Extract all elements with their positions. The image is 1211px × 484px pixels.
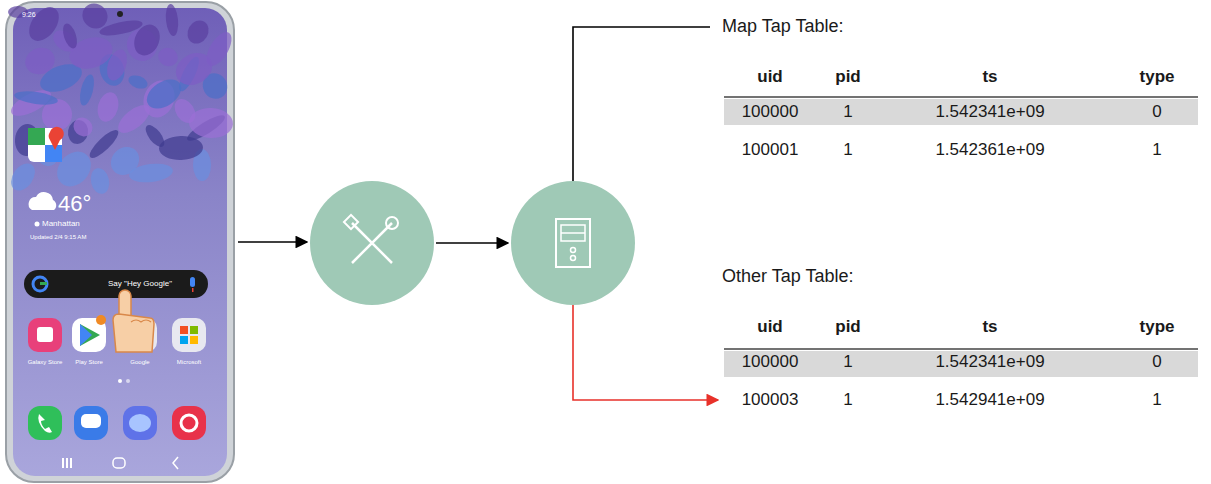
table-cell: 1.542341e+09	[935, 103, 1044, 122]
column-header: uid	[757, 68, 783, 87]
column-header: ts	[982, 68, 997, 87]
column-header: uid	[757, 318, 783, 337]
table-cell: 100001	[742, 141, 799, 160]
table-cell: 1.542361e+09	[935, 141, 1044, 160]
phone-illustration	[6, 0, 237, 482]
column-header: type	[1140, 68, 1175, 87]
table-cell: 0	[1152, 353, 1161, 372]
flow-line	[573, 305, 718, 400]
table-cell: 1	[1152, 391, 1161, 410]
flow-line	[573, 27, 710, 181]
table-cell: 1	[843, 353, 852, 372]
column-header: type	[1140, 318, 1175, 337]
flow-line	[238, 241, 307, 243]
table-rules	[724, 97, 1198, 377]
app-label: Microsoft	[177, 359, 201, 366]
table-title: Map Tap Table:	[722, 17, 843, 37]
column-header: pid	[835, 68, 861, 87]
table-cell: 1	[843, 103, 852, 122]
search-hint: Say "Hey Google"	[108, 280, 172, 289]
server-circle	[511, 181, 635, 305]
table-cell: 100000	[742, 103, 799, 122]
flow-lines	[238, 27, 718, 400]
column-header: pid	[835, 318, 861, 337]
table-cell: 1.542941e+09	[935, 391, 1044, 410]
app-label: Galaxy Store	[28, 359, 63, 366]
table-cell: 100003	[742, 391, 799, 410]
tapping-hand	[113, 290, 154, 352]
table-cell: 0	[1152, 103, 1161, 122]
app-label: Google	[130, 359, 149, 366]
table-cell: 100000	[742, 353, 799, 372]
table-cell: 1	[843, 391, 852, 410]
column-header: ts	[982, 318, 997, 337]
tools-circle	[310, 181, 434, 305]
table-title: Other Tap Table:	[722, 267, 853, 287]
status-time: 9:26	[22, 11, 36, 19]
table-cell: 1	[1152, 141, 1161, 160]
table-cell: 1.542341e+09	[935, 353, 1044, 372]
weather-update: Updated 2/4 9:15 AM	[30, 234, 86, 241]
table-cell: 1	[843, 141, 852, 160]
weather-place: Manhattan	[42, 220, 80, 229]
app-label: Play Store	[75, 359, 103, 366]
flow-line	[436, 242, 508, 244]
weather-temp: 46°	[58, 192, 91, 216]
